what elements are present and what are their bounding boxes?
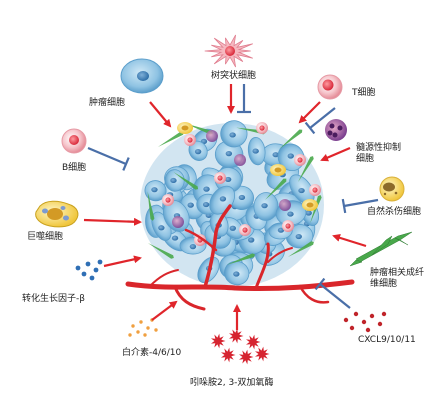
fibroblast-fiber bbox=[147, 243, 174, 259]
tumor-cell bbox=[144, 180, 167, 202]
b-cell-icon bbox=[61, 128, 87, 154]
immune-cell bbox=[294, 154, 306, 166]
mdsc-cell bbox=[279, 199, 291, 211]
fibroblast-fiber bbox=[265, 178, 287, 200]
immune-cell bbox=[162, 194, 174, 206]
immune-cell bbox=[239, 224, 251, 236]
label-mdsc: 髓源性抑制细胞 bbox=[356, 143, 402, 164]
immune-cell bbox=[256, 122, 268, 134]
tumor-cell bbox=[247, 137, 266, 166]
arrow-caf bbox=[332, 233, 367, 248]
fibroblast-fibers bbox=[147, 123, 322, 265]
nk-cell-icon bbox=[379, 176, 405, 202]
macrophage-cell bbox=[302, 199, 318, 211]
interleukin-molecules bbox=[128, 318, 158, 337]
macrophage-icon bbox=[35, 200, 79, 228]
tumor-cell bbox=[289, 174, 315, 205]
label-b-cell: B细胞 bbox=[62, 163, 87, 173]
interaction-arrows bbox=[83, 84, 379, 330]
fibroblast-fiber bbox=[310, 194, 322, 224]
ido-star bbox=[246, 334, 261, 350]
fibroblast-fiber bbox=[287, 241, 314, 257]
mdsc-cell bbox=[234, 154, 246, 166]
label-ido: 吲哚胺2, 3-双加氧酶 bbox=[190, 378, 274, 388]
ido-star bbox=[221, 347, 236, 363]
ido-star bbox=[211, 333, 226, 349]
arrow-interleukin bbox=[151, 300, 178, 321]
inhibit-nk-cell bbox=[341, 198, 379, 214]
fibroblast-fiber bbox=[279, 129, 303, 149]
fibroblast-fiber bbox=[298, 156, 314, 183]
label-tgf-beta: 转化生长因子-β bbox=[22, 294, 85, 304]
ido-star bbox=[229, 328, 244, 344]
tumor-cell bbox=[224, 260, 250, 286]
tumor-mass bbox=[140, 120, 324, 287]
label-nk-cell: 自然杀伤细胞 bbox=[367, 207, 422, 217]
macrophage-cell bbox=[177, 122, 193, 134]
label-caf: 肿瘤相关成纤维细胞 bbox=[370, 268, 425, 289]
arrow-mdsc bbox=[320, 146, 351, 162]
label-t-cell: T细胞 bbox=[352, 88, 376, 98]
label-dendritic-cell: 树突状细胞 bbox=[211, 71, 257, 81]
arrow-tumor-cell bbox=[149, 101, 172, 128]
ido-molecules bbox=[211, 328, 270, 365]
infiltrating-immune-cells bbox=[162, 122, 321, 246]
fibroblast-fiber bbox=[226, 253, 256, 265]
immune-cell bbox=[184, 134, 196, 146]
mdsc-cell bbox=[206, 130, 218, 142]
mdsc-cell bbox=[172, 216, 184, 228]
immune-cell bbox=[309, 184, 321, 196]
label-tumor-cell: 肿瘤细胞 bbox=[89, 98, 126, 108]
inhibit-cxcl bbox=[314, 277, 351, 309]
arrow-macrophage bbox=[83, 217, 142, 226]
dendritic-cell-icon bbox=[204, 34, 253, 68]
tumor-cell bbox=[253, 192, 279, 221]
tumor-cell bbox=[228, 185, 255, 210]
tumor-cell-icon bbox=[120, 58, 164, 94]
ido-star bbox=[255, 346, 270, 362]
arrow-t-cell bbox=[298, 101, 321, 124]
cxcl-molecules bbox=[343, 311, 387, 333]
tgf-beta-molecules bbox=[75, 259, 103, 281]
ido-star bbox=[239, 349, 254, 365]
label-macrophage: 巨噬细胞 bbox=[27, 232, 64, 242]
fibroblast-fiber bbox=[157, 131, 184, 147]
caf-icon bbox=[349, 231, 413, 267]
inhibit-b-cell bbox=[87, 146, 130, 171]
tumor-cell bbox=[220, 120, 248, 148]
t-cell-icon bbox=[317, 74, 343, 100]
immune-cell bbox=[282, 220, 294, 232]
label-interleukin: 白介素-4/6/10 bbox=[122, 348, 182, 358]
label-cxcl: CXCL9/10/11 bbox=[358, 335, 416, 345]
fibroblast-fiber bbox=[147, 191, 155, 221]
inhibit-dendritic-cell bbox=[237, 84, 251, 114]
immune-cell bbox=[214, 172, 226, 184]
inhibit-t-cell bbox=[304, 107, 336, 135]
fibroblast-fiber bbox=[173, 171, 199, 190]
arrow-tgf-beta bbox=[103, 255, 142, 268]
macrophage-cell bbox=[270, 164, 286, 176]
tumor-cell bbox=[164, 169, 185, 192]
mdsc-icon bbox=[325, 119, 347, 141]
